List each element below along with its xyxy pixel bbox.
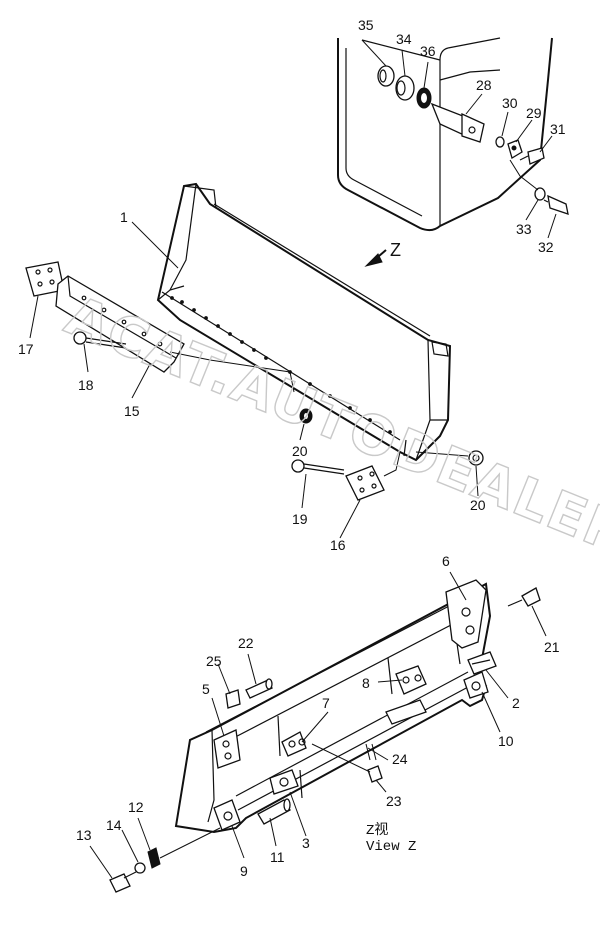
blade-frame	[174, 579, 492, 834]
callout-30: 30	[502, 95, 518, 111]
nut-20-upper	[299, 408, 313, 424]
lock-plate-12	[147, 847, 161, 869]
callout-9: 9	[240, 863, 248, 879]
callout-22: 22	[238, 635, 254, 651]
washer-33	[534, 187, 546, 201]
cab-corner-detail	[337, 37, 553, 232]
bushing-35	[377, 65, 395, 87]
bracket-2	[467, 651, 497, 675]
callout-24: 24	[392, 751, 408, 767]
bolt-13	[109, 871, 137, 893]
callout-1: 1	[120, 209, 128, 225]
bolt-18	[73, 331, 127, 349]
bolt-32	[543, 194, 569, 215]
callout-5: 5	[202, 681, 210, 697]
callout-31: 31	[550, 121, 566, 137]
seal-36	[416, 87, 432, 109]
callout-28: 28	[476, 77, 492, 93]
blade-assembly	[156, 182, 452, 462]
callout-11: 11	[270, 849, 285, 865]
callout-12: 12	[128, 799, 144, 815]
pin-28	[430, 102, 485, 143]
callout-15: 15	[124, 403, 140, 419]
callout-25: 25	[206, 653, 222, 669]
nut-20-lower	[468, 450, 484, 466]
bolt-19	[291, 459, 345, 475]
callout-20a: 20	[292, 443, 308, 459]
bushing-34	[395, 75, 415, 101]
callout-36: 36	[420, 43, 436, 59]
view-label-chinese: Z视	[366, 822, 388, 839]
callout-19: 19	[292, 511, 308, 527]
view-z-arrow	[364, 249, 387, 267]
callout-13: 13	[76, 827, 92, 843]
callout-numbers: 3534362830293133321171815202019166212225…	[18, 17, 566, 879]
callout-17: 17	[18, 341, 34, 357]
washer-14	[134, 862, 146, 874]
callout-20b: 20	[470, 497, 486, 513]
pin-11	[257, 798, 291, 825]
bolt-23	[311, 743, 383, 783]
callout-6: 6	[442, 553, 450, 569]
pin-22	[245, 678, 273, 699]
callout-18: 18	[78, 377, 94, 393]
callout-34: 34	[396, 31, 412, 47]
bolt-21	[507, 587, 541, 607]
callout-32: 32	[538, 239, 554, 255]
callout-35: 35	[358, 17, 374, 33]
callout-16: 16	[330, 537, 346, 553]
leader-lines	[29, 39, 557, 879]
view-arrow-label: Z	[390, 240, 401, 260]
callout-7: 7	[322, 695, 330, 711]
watermark-text: ACAT.AUTODEALER.RU	[57, 284, 600, 610]
callout-23: 23	[386, 793, 402, 809]
bolt-31	[519, 147, 545, 165]
bolt-25	[225, 689, 241, 709]
callout-2: 2	[512, 695, 520, 711]
cutting-edge-15	[55, 275, 185, 373]
callout-3: 3	[302, 835, 310, 851]
callout-14: 14	[106, 817, 122, 833]
plate-29	[507, 139, 523, 159]
view-label-english: View Z	[366, 839, 416, 855]
washer-30	[495, 136, 505, 148]
end-bit-16	[345, 465, 385, 501]
callout-21: 21	[544, 639, 560, 655]
callout-10: 10	[498, 733, 514, 749]
callout-8: 8	[362, 675, 370, 691]
callout-33: 33	[516, 221, 532, 237]
callout-29: 29	[526, 105, 542, 121]
